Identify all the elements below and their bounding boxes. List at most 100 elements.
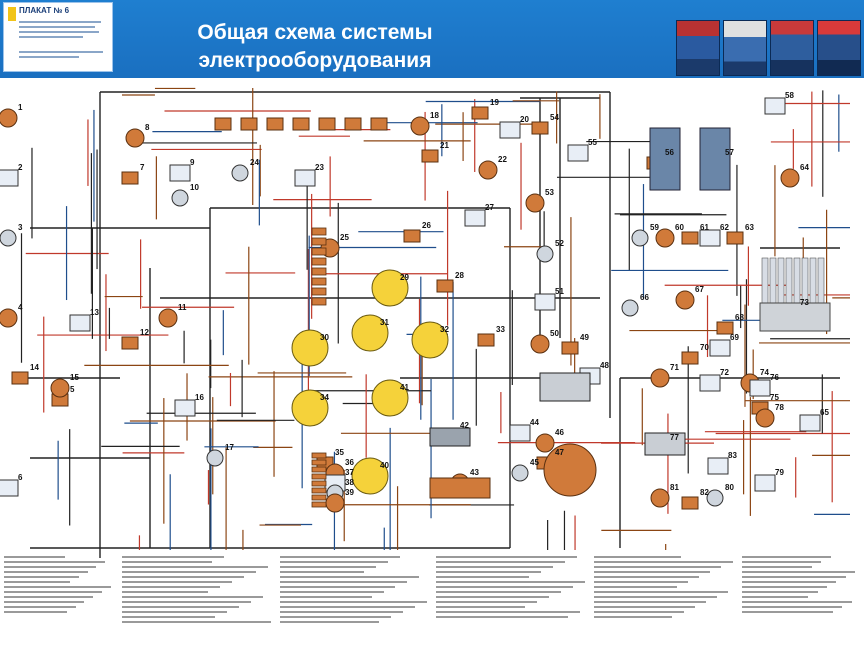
- component-relay: [749, 379, 771, 397]
- legend-text-line: [122, 606, 239, 608]
- plakat-badge-icon: [8, 7, 16, 21]
- component-number: 77: [670, 433, 679, 442]
- legend-text-line: [436, 581, 585, 583]
- component-number: 2: [18, 163, 23, 172]
- legend-text-line: [122, 596, 263, 598]
- component-number: 80: [725, 483, 734, 492]
- component-number: 52: [555, 239, 564, 248]
- book-covers: [676, 20, 864, 76]
- terminal-block: [759, 302, 831, 332]
- component-number: 5: [70, 385, 75, 394]
- component-number: 36: [345, 458, 354, 467]
- component-number: 14: [30, 363, 39, 372]
- plakat-text-line: [19, 36, 83, 38]
- control-unit: [429, 427, 471, 447]
- component-lamp: [171, 189, 189, 207]
- legend-text-line: [122, 611, 227, 613]
- component-number: 29: [400, 273, 409, 282]
- component-number: 30: [320, 333, 329, 342]
- component-number: 21: [440, 141, 449, 150]
- connector-pin: [311, 452, 327, 459]
- component-number: 24: [250, 158, 259, 167]
- legend-text-line: [280, 591, 384, 593]
- component-number: 13: [90, 308, 99, 317]
- legend-text-line: [280, 561, 389, 563]
- connector-pin: [311, 459, 327, 466]
- component-round: [535, 433, 555, 453]
- connector-pin: [311, 257, 327, 266]
- component-number: 17: [225, 443, 234, 452]
- book-cover-image: [770, 20, 814, 76]
- component-number: 1: [18, 103, 23, 112]
- connector-pin: [311, 501, 327, 508]
- legend-text-line: [742, 586, 827, 588]
- legend-text-line: [280, 601, 427, 603]
- component-number: 65: [820, 408, 829, 417]
- component-number: 12: [140, 328, 149, 337]
- component-layer: [0, 97, 831, 513]
- legend-text-line: [436, 616, 568, 618]
- component-relay: [699, 374, 721, 392]
- component-relay: [464, 209, 486, 227]
- component-relay: [567, 144, 589, 162]
- legend-text-line: [594, 566, 722, 568]
- component-number: 25: [340, 233, 349, 242]
- component-relay: [509, 424, 531, 442]
- component-number: 28: [455, 271, 464, 280]
- component-lamp: [536, 245, 554, 263]
- plakat-text-line: [19, 21, 101, 23]
- component-round: [325, 493, 345, 513]
- component-number: 49: [580, 333, 589, 342]
- legend-text-line: [4, 571, 88, 573]
- fuse-block-item: [266, 117, 284, 131]
- component-round: [478, 160, 498, 180]
- component-number: 56: [665, 148, 674, 157]
- component-number: 9: [190, 158, 195, 167]
- legend-text-line: [280, 606, 415, 608]
- component-number: 26: [422, 221, 431, 230]
- component-number: 33: [496, 325, 505, 334]
- connector-pin: [311, 466, 327, 473]
- component-number: 61: [700, 223, 709, 232]
- component-block: [121, 336, 139, 350]
- legend-text-line: [122, 601, 251, 603]
- component-block: [471, 106, 489, 120]
- component-block: [681, 231, 699, 245]
- legend-text-line: [436, 596, 549, 598]
- legend-text-line: [280, 596, 372, 598]
- component-number: 42: [460, 421, 469, 430]
- component-number: 79: [775, 468, 784, 477]
- component-number: 76: [770, 373, 779, 382]
- component-number: 58: [785, 91, 794, 100]
- plakat-text-line: [19, 26, 95, 28]
- fuse-block-item: [318, 117, 336, 131]
- book-cover-image: [817, 20, 861, 76]
- switch-unit: [429, 477, 491, 499]
- component-number: 11: [178, 303, 187, 312]
- component-yellow: [351, 457, 389, 495]
- plakat-text-line: [19, 51, 103, 53]
- component-number: 34: [320, 393, 329, 402]
- legend-text-line: [4, 576, 79, 578]
- legend-text-line: [742, 581, 837, 583]
- component-number: 57: [725, 148, 734, 157]
- legend-text-line: [4, 566, 97, 568]
- component-block: [561, 341, 579, 355]
- component-round: [0, 308, 18, 328]
- component-round: [0, 108, 18, 128]
- legend-text-line: [742, 601, 852, 603]
- component-number: 22: [498, 155, 507, 164]
- component-block: [11, 371, 29, 385]
- component-number: 35: [335, 448, 344, 457]
- component-number: 83: [728, 451, 737, 460]
- legend-text-line: [594, 596, 718, 598]
- legend-text-line: [594, 571, 711, 573]
- plakat-text-line: [19, 56, 79, 58]
- component-relay: [69, 314, 91, 332]
- legend-text-line: [594, 576, 699, 578]
- poster-title-line2: электрооборудования: [198, 49, 432, 72]
- legend-text-line: [594, 556, 681, 558]
- component-round: [410, 116, 430, 136]
- legend-text-line: [742, 596, 809, 598]
- component-relay: [499, 121, 521, 139]
